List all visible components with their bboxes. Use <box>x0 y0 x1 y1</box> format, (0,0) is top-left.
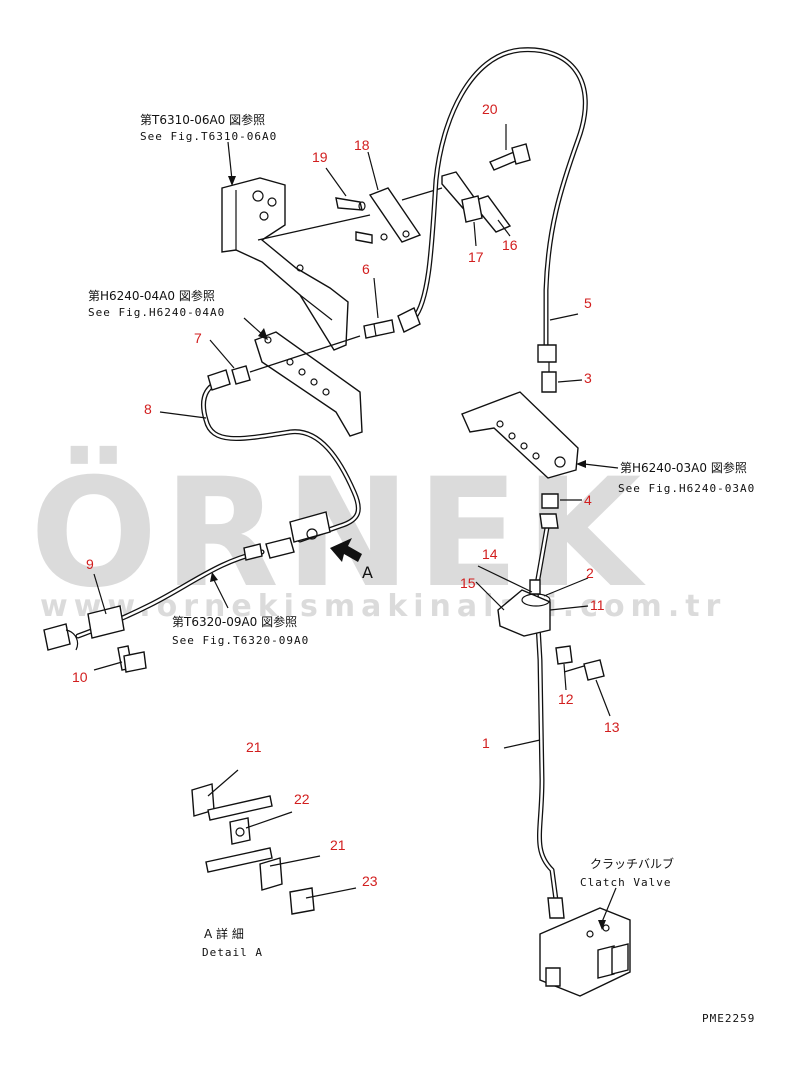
junction-block <box>497 579 551 637</box>
part-number-5: 5 <box>584 295 592 311</box>
reference-h6240-04-en: See Fig.H6240-04A0 <box>88 306 225 319</box>
bolt-13 <box>563 659 605 681</box>
part-numbers: 1 2 3 4 5 6 7 8 9 10 11 12 13 14 15 16 1… <box>72 101 620 889</box>
reference-t6320: 第T6320-09A0 図参照 See Fig.T6320-09A0 <box>172 614 309 647</box>
part-number-4: 4 <box>584 492 592 508</box>
steering-bracket <box>254 331 363 437</box>
reference-t6310-en: See Fig.T6310-06A0 <box>140 130 277 143</box>
watermark-url: www.ornekismakinalari.com.tr <box>40 589 726 624</box>
part-number-7: 7 <box>194 330 202 346</box>
valve-bracket <box>461 391 579 479</box>
reference-h6240-03-en: See Fig.H6240-03A0 <box>618 482 755 495</box>
part-number-16: 16 <box>502 237 518 253</box>
part-number-14: 14 <box>482 546 498 562</box>
reference-t6310-jp: 第T6310-06A0 図参照 <box>140 112 265 127</box>
hose-9 <box>43 537 295 651</box>
part-number-15: 15 <box>460 575 476 591</box>
part-number-21b: 21 <box>330 837 346 853</box>
detail-a-caption-en: Detail A <box>202 946 263 959</box>
part-number-6: 6 <box>362 261 370 277</box>
reference-t6320-jp: 第T6320-09A0 図参照 <box>172 614 297 629</box>
bolt-10 <box>117 645 147 673</box>
frame-bracket <box>221 177 349 351</box>
view-arrow-label: A <box>362 563 373 582</box>
part-number-10: 10 <box>72 669 88 685</box>
part-number-3: 3 <box>584 370 592 386</box>
reference-t6320-en: See Fig.T6320-09A0 <box>172 634 309 647</box>
detail-a-caption-jp: A 詳 細 <box>204 926 244 941</box>
part-number-12: 12 <box>558 691 574 707</box>
hose-5 <box>397 47 588 363</box>
reference-h6240-03: 第H6240-03A0 図参照 See Fig.H6240-03A0 <box>618 460 755 495</box>
spacer-12 <box>555 645 573 665</box>
nut-7 <box>231 365 251 385</box>
reference-t6310: 第T6310-06A0 図参照 See Fig.T6310-06A0 <box>140 112 277 143</box>
part-number-11: 11 <box>590 597 605 613</box>
part-number-18: 18 <box>354 137 370 153</box>
clutch-valve-label-jp: クラッチバルブ <box>590 856 674 871</box>
mounting-plate-18 <box>368 187 422 243</box>
part-number-19: 19 <box>312 149 328 165</box>
part-number-20: 20 <box>482 101 498 117</box>
part-number-8: 8 <box>144 401 152 417</box>
watermark: ÖRNEK www.ornekismakinalari.com.tr <box>30 445 726 624</box>
pin-19 <box>335 197 366 211</box>
fitting-6 <box>363 319 395 339</box>
reference-h6240-04-jp: 第H6240-04A0 図参照 <box>88 288 215 303</box>
nut-4 <box>541 493 559 509</box>
pipe-1 <box>533 513 565 919</box>
part-number-21a: 21 <box>246 739 262 755</box>
bolt-20 <box>489 143 531 171</box>
reference-h6240-03-jp: 第H6240-03A0 図参照 <box>620 460 747 475</box>
view-arrow-a: A <box>330 538 373 582</box>
clutch-valve-label: クラッチバルブ Clatch Valve <box>580 856 674 889</box>
part-number-9: 9 <box>86 556 94 572</box>
clutch-valve <box>539 907 631 997</box>
part-number-23: 23 <box>362 873 378 889</box>
clamp-16-17 <box>441 171 512 233</box>
drawing-code: PME2259 <box>702 1012 755 1025</box>
leader-lines <box>93 124 619 930</box>
part-number-22: 22 <box>294 791 310 807</box>
part-number-13: 13 <box>604 719 620 735</box>
part-number-2: 2 <box>586 565 594 581</box>
spacer-19b <box>355 231 373 244</box>
clip-assembly-a <box>289 511 331 543</box>
part-number-1: 1 <box>482 735 490 751</box>
reference-h6240-04: 第H6240-04A0 図参照 See Fig.H6240-04A0 <box>88 288 225 319</box>
clutch-valve-label-en: Clatch Valve <box>580 876 671 889</box>
detail-a-caption: A 詳 細 Detail A <box>202 926 263 959</box>
connector-3 <box>541 362 557 393</box>
part-number-17: 17 <box>468 249 484 265</box>
pipe-8 <box>201 369 361 543</box>
detail-a-drawing <box>191 783 315 915</box>
